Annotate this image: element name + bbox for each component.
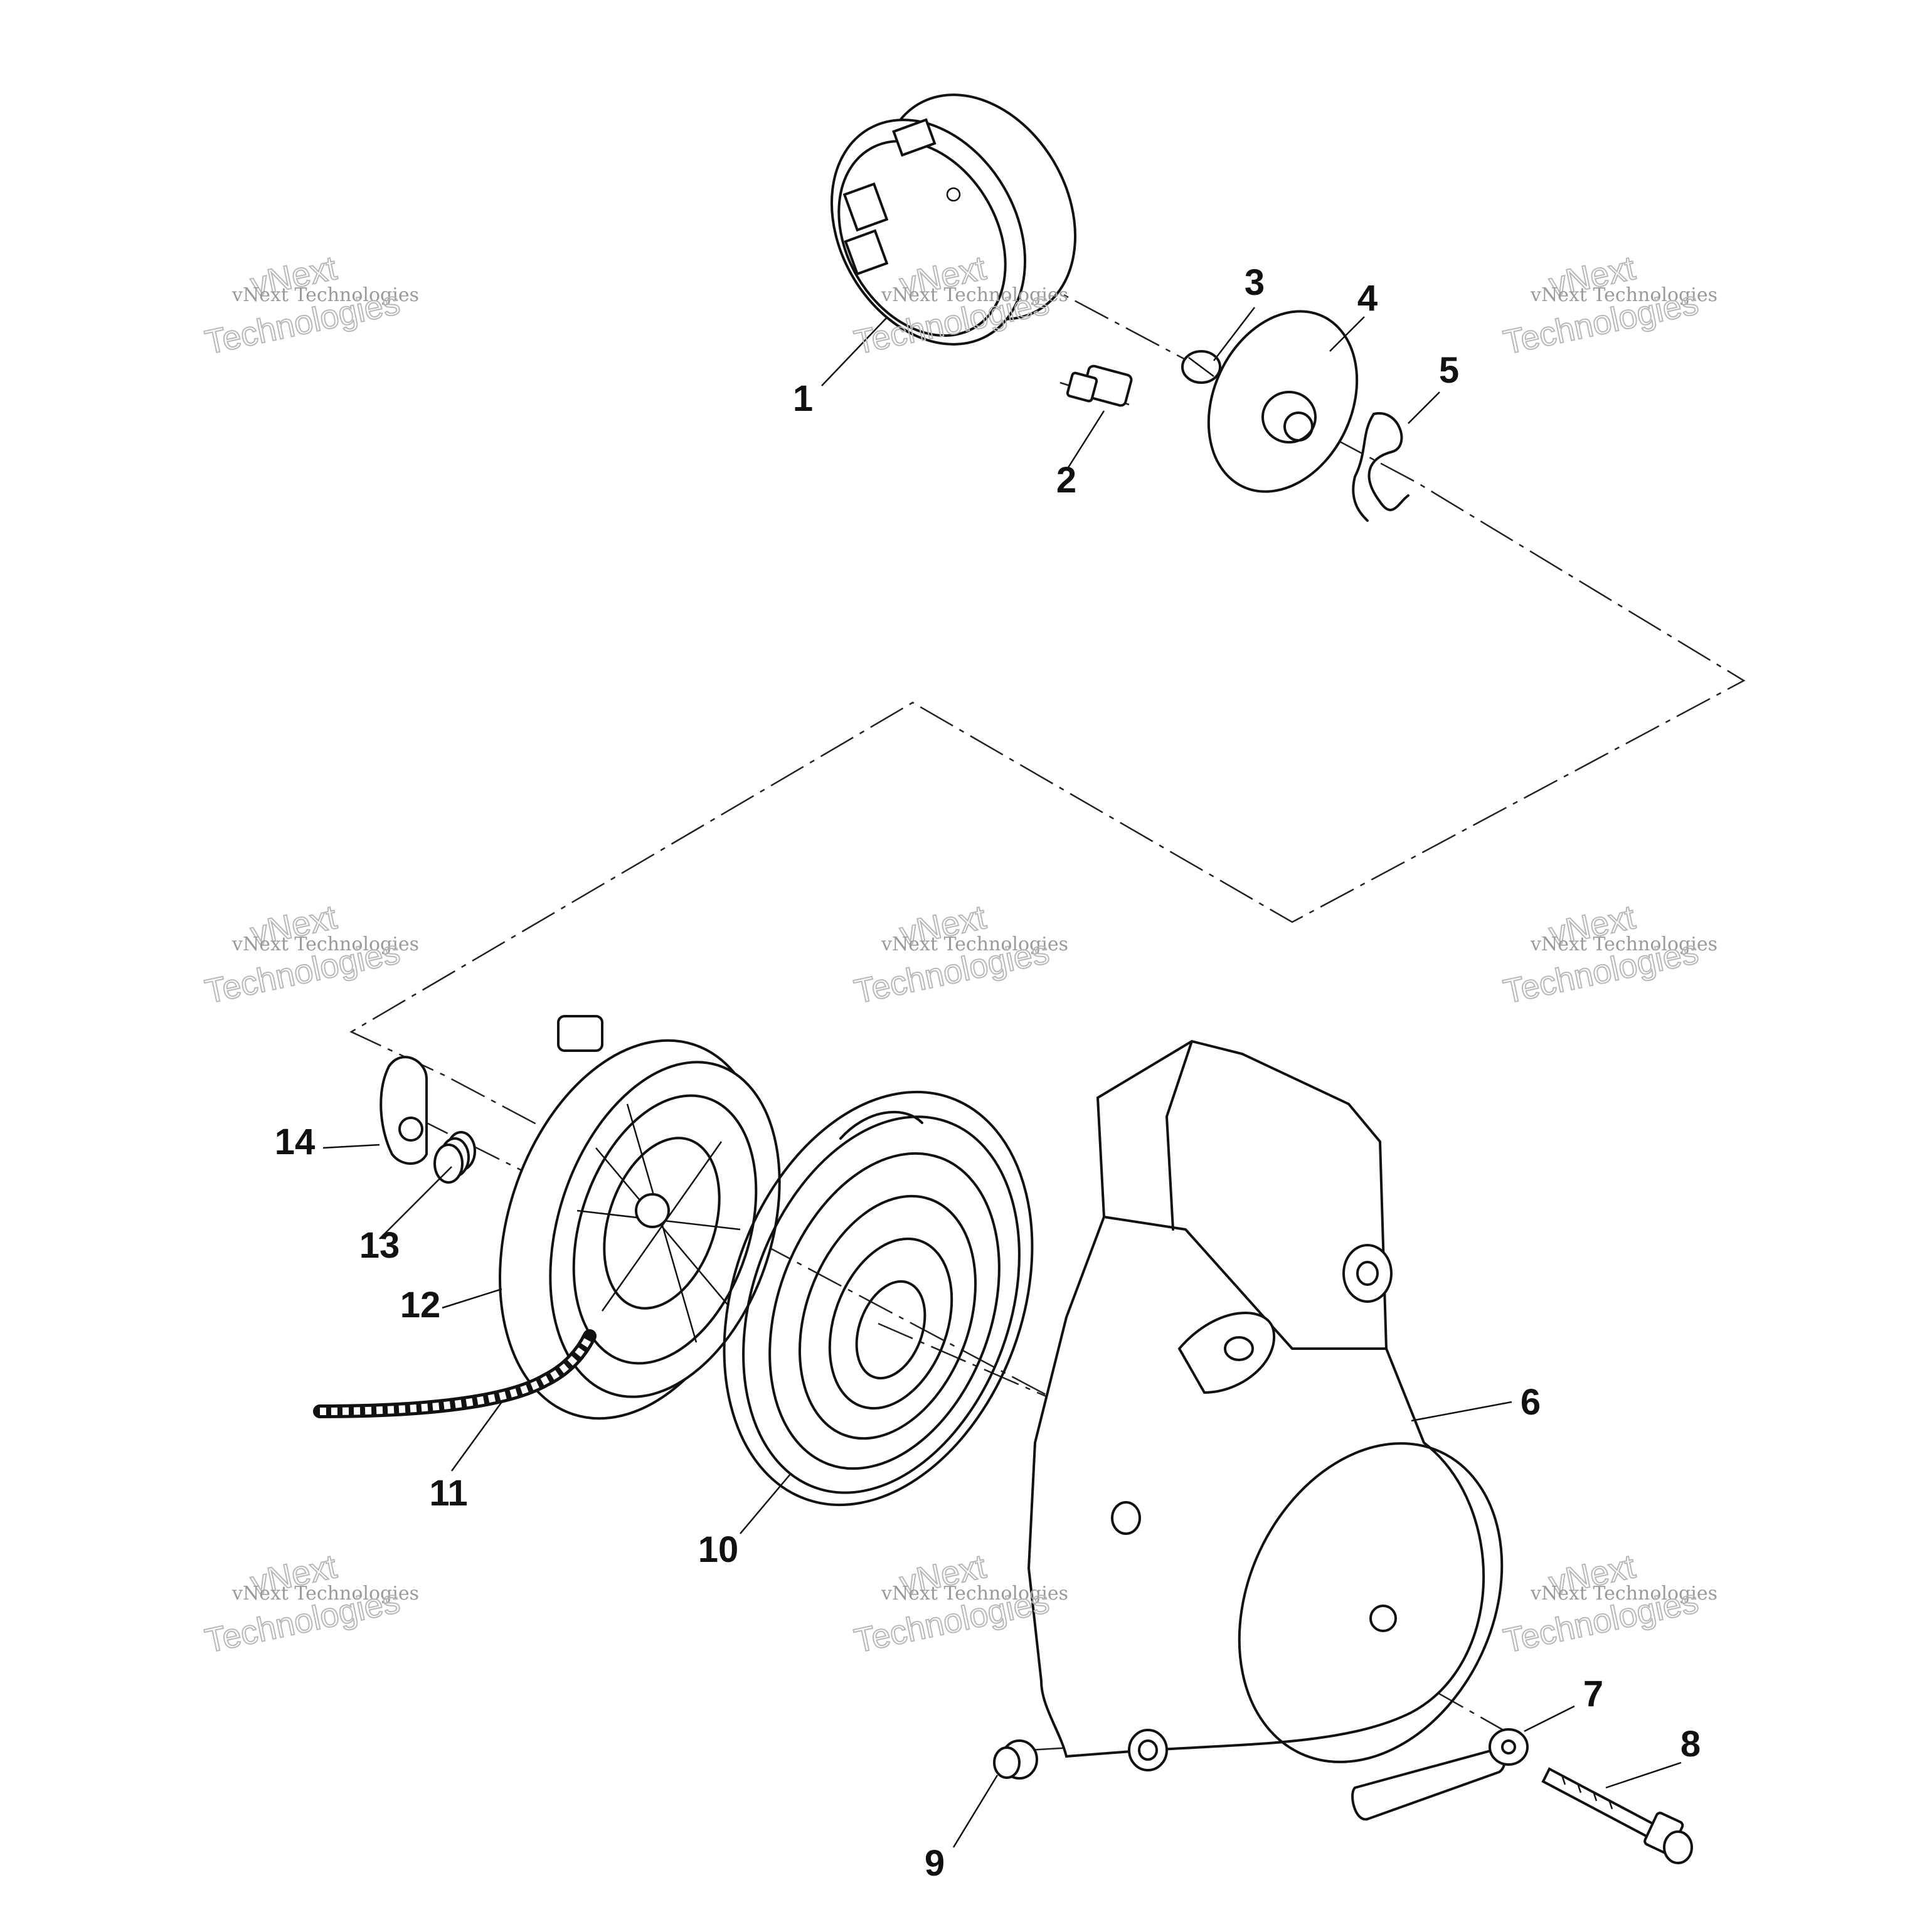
- bolt-part-2: [1066, 364, 1133, 407]
- watermark-small: vNext Technologies: [231, 284, 419, 306]
- recoil-pulley: [499, 1015, 781, 1420]
- callout-11: 11: [429, 1473, 467, 1514]
- watermark: vNext vNext Technologies Technologies: [1500, 1547, 1717, 1660]
- pawl: [380, 1056, 428, 1165]
- small-spring: [433, 1131, 476, 1184]
- watermark-small: vNext Technologies: [231, 1583, 419, 1605]
- watermark: vNext vNext Technologies Technologies: [201, 1547, 419, 1660]
- watermark: vNext vNext Technologies Technologies: [851, 248, 1068, 362]
- watermark-small: vNext Technologies: [1530, 933, 1717, 955]
- callout-7: 7: [1583, 1674, 1603, 1714]
- watermark-small: vNext Technologies: [881, 933, 1068, 955]
- watermark-small: vNext Technologies: [1530, 284, 1717, 306]
- plug-part-9: [993, 1739, 1038, 1780]
- callout-4: 4: [1357, 278, 1378, 319]
- nut-part-3: [1181, 350, 1221, 384]
- callout-9: 9: [925, 1843, 945, 1884]
- starter-rope: [313, 1329, 597, 1418]
- watermark-small: vNext Technologies: [881, 1583, 1068, 1605]
- watermark-small: vNext Technologies: [231, 933, 419, 955]
- watermark: vNext vNext Technologies Technologies: [1500, 248, 1717, 362]
- starter-housing: [1027, 1039, 1504, 1771]
- callout-6: 6: [1521, 1382, 1541, 1423]
- callout-8: 8: [1680, 1724, 1701, 1765]
- callouts: 1 2 3 4 5 6 7 8 9 10 11 12 13 14: [275, 262, 1701, 1884]
- watermark: vNext vNext Technologies Technologies: [201, 898, 419, 1011]
- watermark-group: vNext vNext Technologies Technologies vN…: [201, 248, 1717, 1660]
- watermark: vNext vNext Technologies Technologies: [1500, 898, 1717, 1011]
- washer-handle: [1351, 1728, 1529, 1821]
- callout-14: 14: [275, 1122, 316, 1162]
- watermark-small: vNext Technologies: [1530, 1583, 1717, 1605]
- watermark: vNext vNext Technologies Technologies: [851, 898, 1068, 1011]
- watermark: vNext vNext Technologies Technologies: [201, 248, 419, 362]
- callout-3: 3: [1245, 262, 1265, 303]
- bolt-part-8: [1541, 1767, 1693, 1864]
- callout-10: 10: [698, 1529, 739, 1570]
- starter-cup: [830, 93, 1077, 346]
- callout-12: 12: [400, 1285, 441, 1325]
- callout-13: 13: [359, 1225, 400, 1266]
- callout-1: 1: [793, 378, 813, 419]
- callout-5: 5: [1439, 350, 1459, 391]
- recoil-spring: [723, 1090, 1034, 1507]
- callout-2: 2: [1056, 460, 1076, 501]
- spring-clip: [1352, 411, 1409, 522]
- leader-lines: [322, 307, 1682, 1848]
- drive-plate: [1207, 310, 1359, 493]
- watermark-small: vNext Technologies: [881, 284, 1068, 306]
